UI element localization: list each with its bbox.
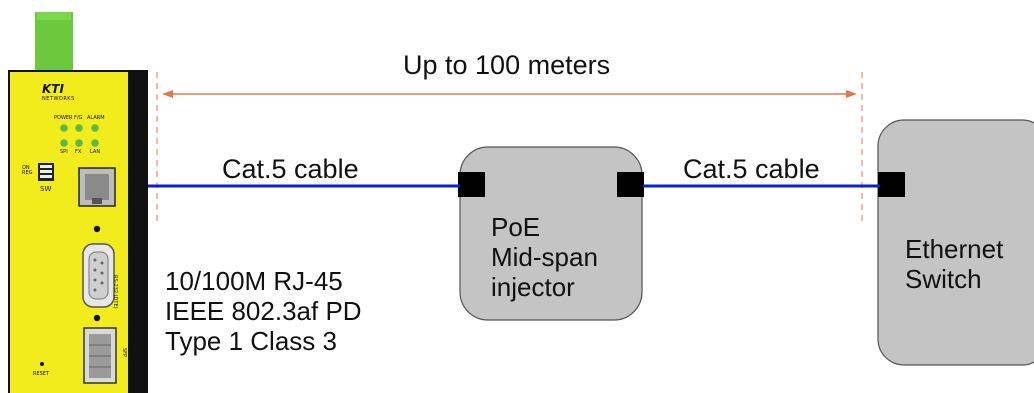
injector-line-2: Mid-span bbox=[491, 242, 598, 272]
injector-label: PoE Mid-span injector bbox=[491, 212, 598, 302]
device-logo-sub: NETWORKS bbox=[42, 96, 75, 102]
dip-switch bbox=[38, 163, 54, 181]
switch-label: Ethernet Switch bbox=[905, 234, 1003, 294]
injector-line-3: injector bbox=[491, 272, 575, 302]
spec-line-3: Type 1 Class 3 bbox=[165, 326, 337, 356]
switch-line-2: Switch bbox=[905, 264, 982, 294]
cable-right-label: Cat.5 cable bbox=[683, 154, 820, 184]
sfp-slot bbox=[83, 327, 117, 384]
rj45-port bbox=[78, 167, 116, 207]
device bbox=[8, 12, 148, 393]
injector-box bbox=[459, 146, 643, 321]
device-logo: KTI bbox=[42, 82, 64, 96]
on-off-label: ON REG bbox=[22, 165, 33, 176]
reset-pinhole bbox=[40, 362, 44, 366]
spec-block: 10/100M RJ-45 IEEE 802.3af PD Type 1 Cla… bbox=[165, 266, 362, 356]
led-label-fg: F/G bbox=[74, 115, 83, 121]
screw-top bbox=[93, 225, 101, 233]
injector-port-in bbox=[458, 172, 485, 197]
led-label-alarm: ALARM bbox=[87, 115, 105, 121]
screw-bottom bbox=[93, 314, 101, 322]
injector-line-1: PoE bbox=[491, 212, 541, 242]
switch-line-1: Ethernet bbox=[905, 234, 1004, 264]
distance-label: Up to 100 meters bbox=[403, 50, 611, 80]
spec-line-1: 10/100M RJ-45 bbox=[165, 266, 343, 296]
reset-label: RESET bbox=[33, 371, 50, 377]
terminal-block bbox=[35, 12, 73, 72]
sfp-label: SFP bbox=[121, 348, 127, 358]
sw-label: SW bbox=[40, 185, 52, 193]
led-label-power: POWER bbox=[54, 115, 73, 121]
injector-port-out bbox=[617, 172, 644, 197]
led-label-fx: FX bbox=[75, 149, 82, 155]
led-label-spi: SPI bbox=[60, 149, 68, 155]
rs232-port bbox=[82, 243, 115, 308]
switch-port bbox=[878, 172, 905, 197]
distance-arrow bbox=[162, 90, 857, 98]
status-leds bbox=[60, 124, 99, 147]
switch-box bbox=[877, 119, 1034, 366]
led-label-lan: LAN bbox=[90, 149, 101, 155]
rs232-label: RS-232 (DTE) bbox=[112, 275, 118, 309]
cable-left-label: Cat.5 cable bbox=[222, 154, 359, 184]
spec-line-2: IEEE 802.3af PD bbox=[165, 296, 362, 326]
